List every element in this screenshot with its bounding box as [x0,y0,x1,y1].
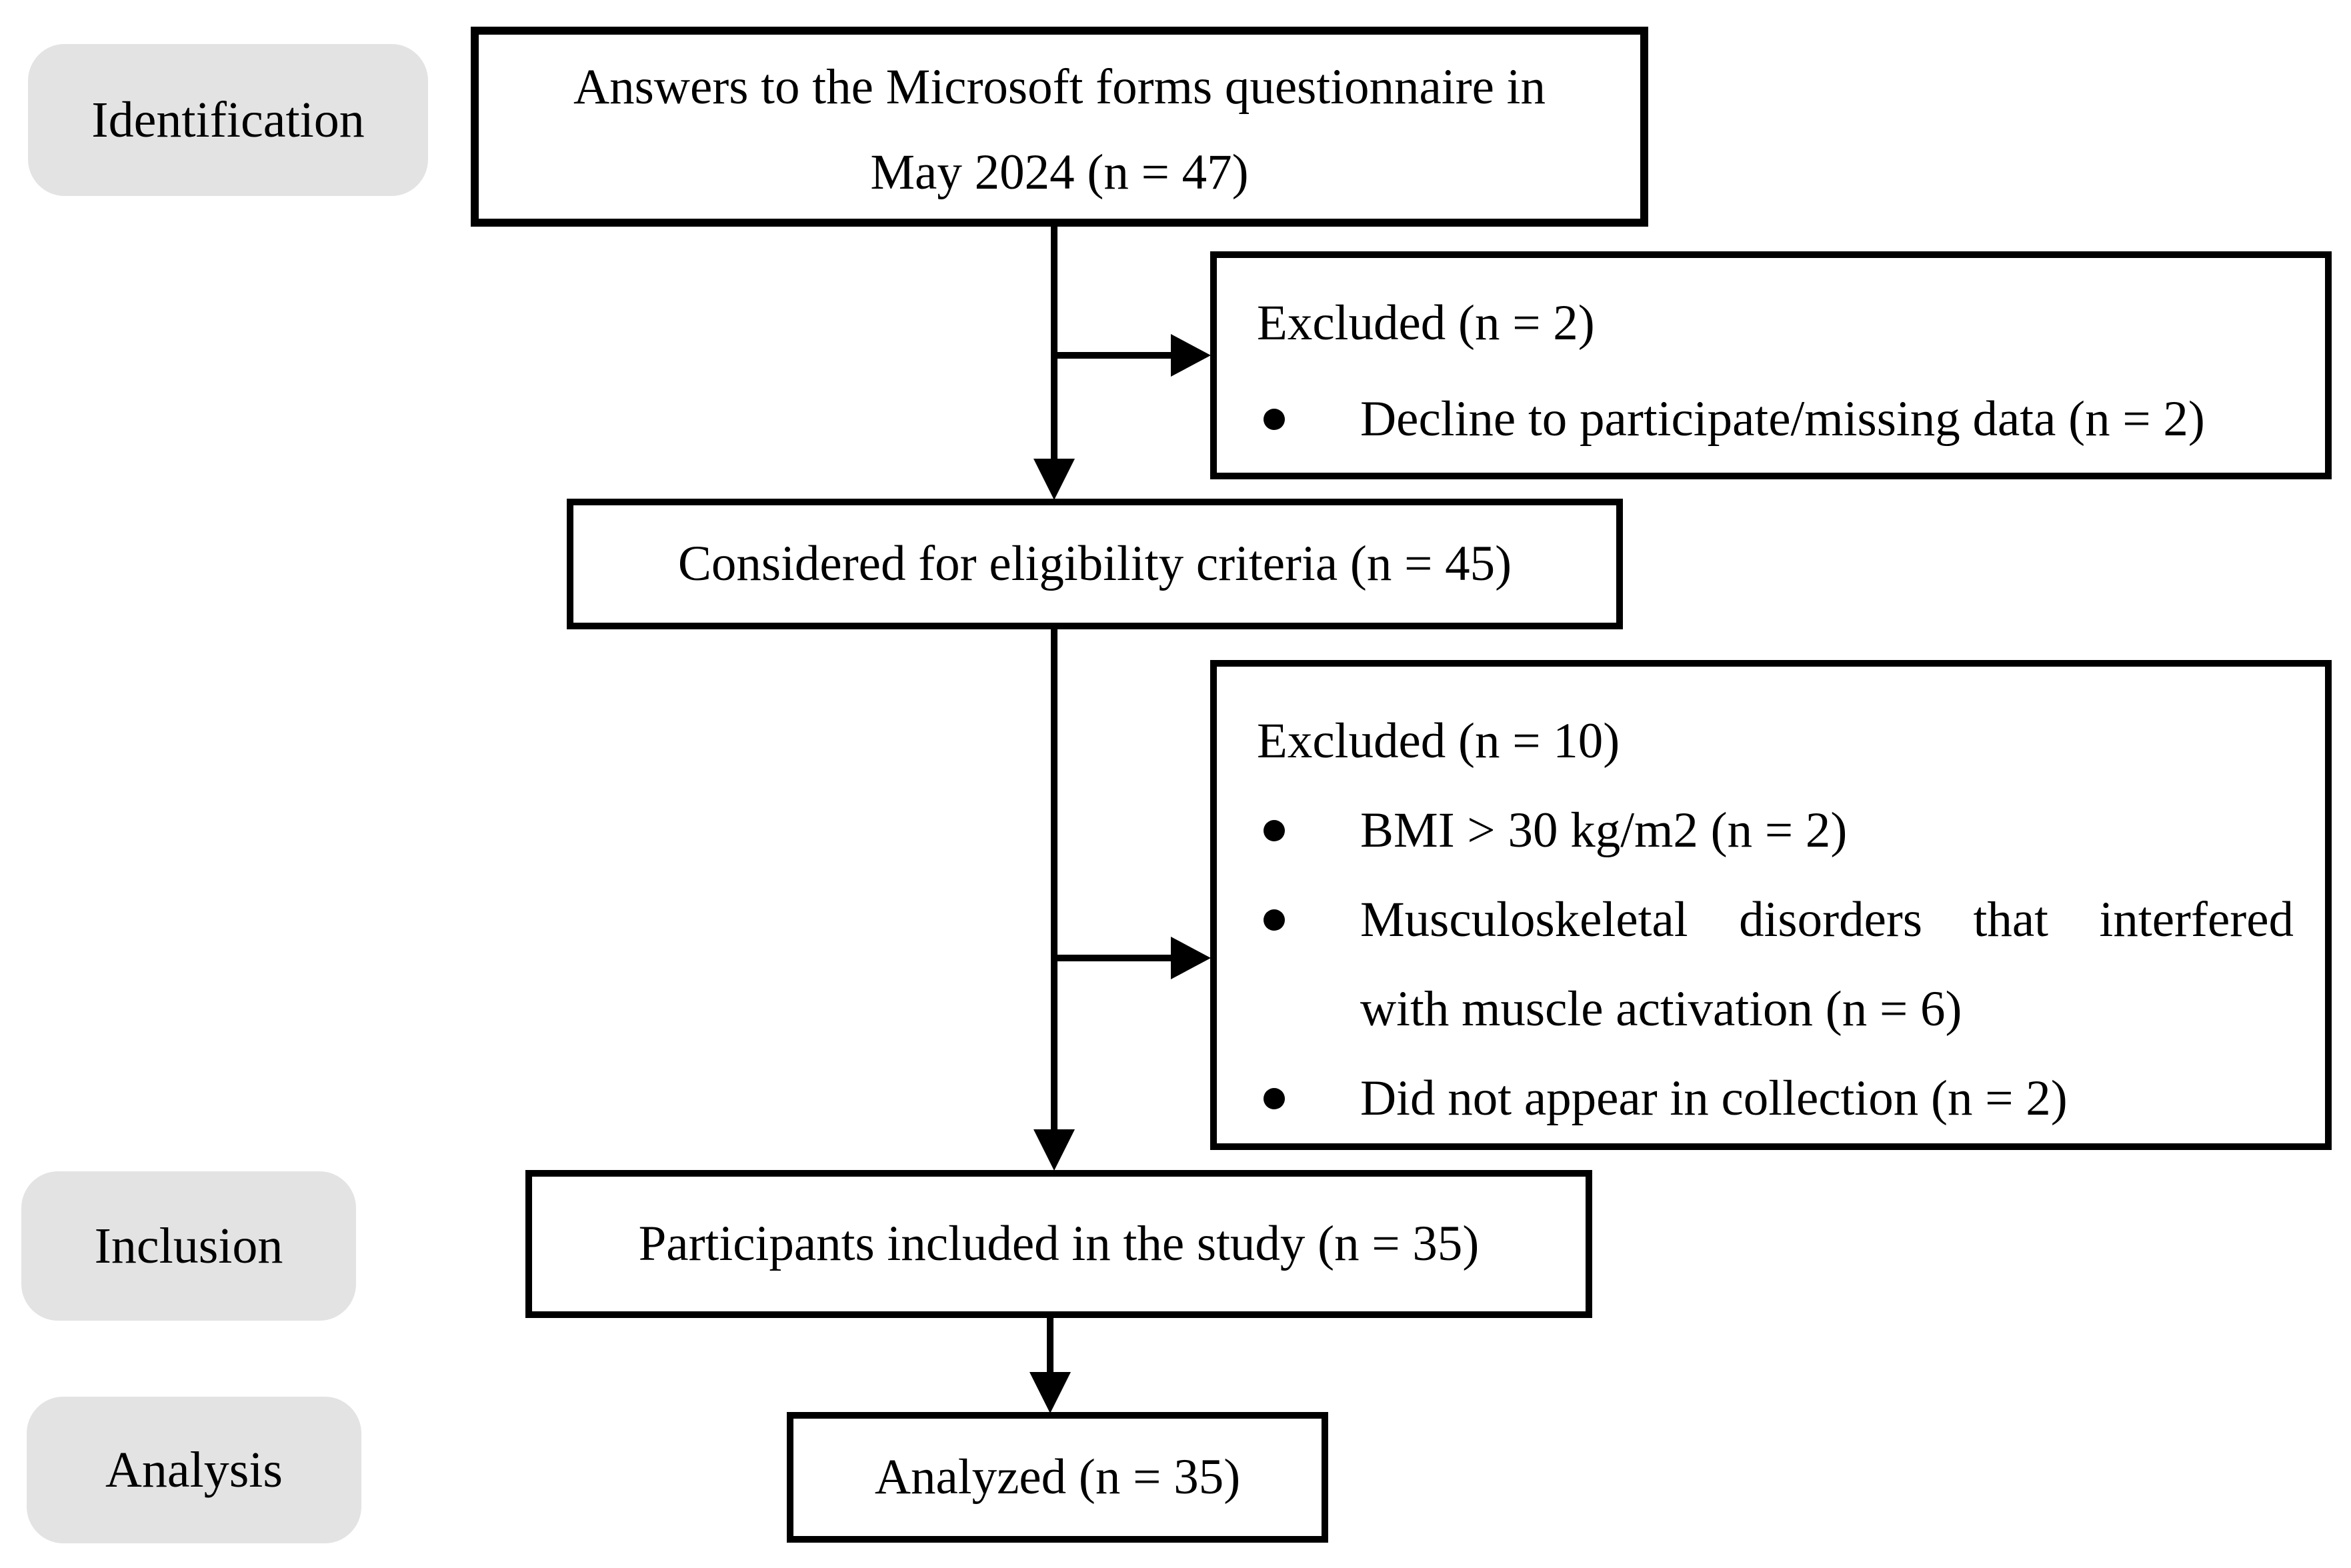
bullet-icon [1264,820,1285,841]
stage-label-identification-text: Identification [91,91,365,148]
excluded-second-reason-bmi: BMI > 30 kg/m2 (n = 2) [1360,803,1848,858]
arrow-source-to-eligibility-shaft [1051,224,1057,461]
excluded-second-reason-msk-line-2: with muscle activation (n = 6) [1360,981,1962,1037]
box-questionnaire-answers: Answers to the Microsoft forms questionn… [471,27,1648,227]
excluded-second-reason-msk-line-1: Musculoskeletal disorders that interfere… [1360,892,2294,947]
stage-label-analysis-text: Analysis [105,1441,283,1498]
stage-label-analysis: Analysis [27,1397,361,1543]
box-questionnaire-answers-line-2: May 2024 (n = 47) [870,145,1249,200]
box-eligibility: Considered for eligibility criteria (n =… [567,499,1623,629]
box-excluded-first: Excluded (n = 2) Decline to participate/… [1210,251,2332,479]
arrow-branch-to-excluded-second-shaft [1054,955,1173,961]
arrow-branch-to-excluded-first-shaft [1054,352,1173,359]
box-participants-included-text: Participants included in the study (n = … [638,1216,1480,1271]
excluded-second-reason-no-show: Did not appear in collection (n = 2) [1360,1071,2068,1126]
stage-label-inclusion: Inclusion [21,1171,356,1321]
arrow-right-icon [1171,937,1211,979]
box-participants-included: Participants included in the study (n = … [525,1170,1592,1318]
arrow-included-to-analyzed-shaft [1047,1317,1053,1375]
box-analyzed: Analyzed (n = 35) [787,1412,1328,1543]
arrow-down-icon [1029,1372,1071,1413]
bullet-icon [1264,1088,1285,1109]
stage-label-identification: Identification [28,44,428,196]
box-analyzed-text: Analyzed (n = 35) [874,1449,1241,1505]
list-item: Musculoskeletal disorders that interfere… [1217,875,2325,965]
bullet-icon [1264,409,1285,430]
box-excluded-second: Excluded (n = 10) BMI > 30 kg/m2 (n = 2)… [1210,660,2332,1150]
arrow-eligibility-to-included-shaft [1051,627,1057,1131]
arrow-right-icon [1171,334,1211,377]
box-excluded-first-title: Excluded (n = 2) [1257,295,1595,351]
list-item: Decline to participate/missing data (n =… [1217,371,2325,467]
arrow-down-icon [1033,459,1075,500]
box-questionnaire-answers-line-1: Answers to the Microsoft forms questionn… [573,59,1546,115]
box-eligibility-text: Considered for eligibility criteria (n =… [677,536,1512,591]
stage-label-inclusion-text: Inclusion [94,1217,283,1274]
bullet-icon [1264,909,1285,931]
list-item: BMI > 30 kg/m2 (n = 2) [1217,786,2325,875]
box-excluded-second-title: Excluded (n = 10) [1257,713,1620,769]
list-item: Did not appear in collection (n = 2) [1217,1054,2325,1143]
excluded-first-reason: Decline to participate/missing data (n =… [1360,391,2205,447]
arrow-down-icon [1033,1129,1075,1171]
